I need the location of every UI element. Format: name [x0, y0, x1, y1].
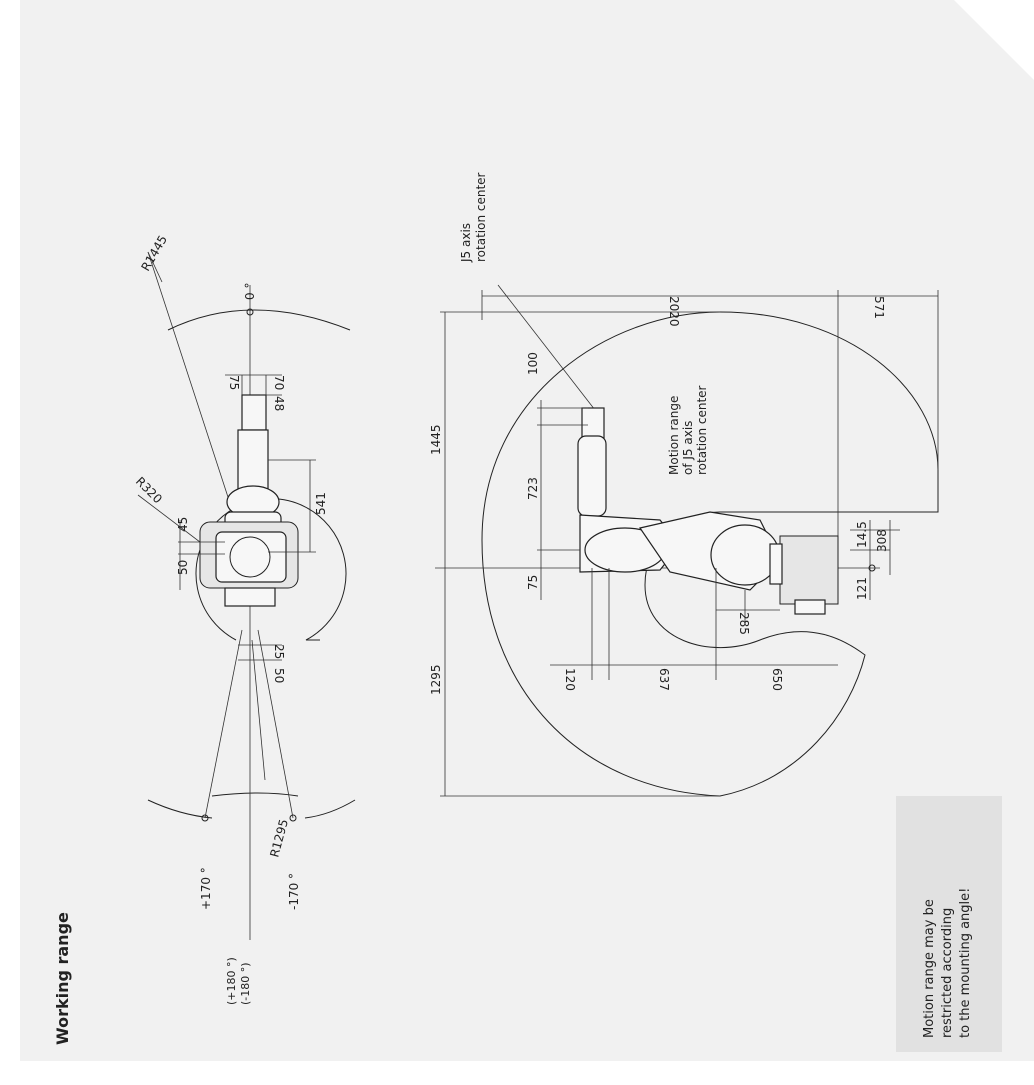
marker-plus170	[201, 814, 209, 822]
top-arm-wrist	[241, 394, 267, 431]
label-d48: 48	[272, 396, 286, 411]
notice-box	[896, 796, 1002, 1052]
label-d285: 285	[737, 612, 751, 635]
label-d2020: 2020	[667, 296, 681, 327]
marker-minus170	[289, 814, 297, 822]
label-d121: 121	[855, 577, 869, 600]
label-j5-line1: J5 axis	[459, 223, 473, 263]
leader-r1445	[147, 251, 243, 541]
label-d50-left: 50	[176, 560, 190, 575]
arc-r1295	[211, 792, 299, 797]
label-d75: 75	[227, 375, 241, 390]
side-view: J5 axis rotation center 2020 571 Motion …	[429, 172, 939, 797]
technical-drawing: Motion range may be restricted according…	[20, 0, 1034, 1061]
label-motion-line1: Motion range	[667, 396, 681, 475]
label-d637: 637	[657, 668, 671, 691]
drawing-sheet: Motion range may be restricted according…	[20, 0, 1034, 1081]
side-wrist	[581, 407, 605, 439]
sheet-background	[20, 0, 1034, 1061]
label-d541: 541	[314, 492, 328, 515]
label-d45: 45	[176, 517, 190, 532]
notice-line-1: Motion range may be	[922, 899, 937, 1038]
arc-r1445-top	[167, 309, 351, 331]
label-d308: 308	[875, 529, 889, 552]
label-motion-line3: rotation center	[695, 385, 709, 475]
label-d1445: 1445	[429, 424, 443, 455]
arc-r1445-bottom-left	[147, 799, 213, 819]
label-d14-5: 14.5	[855, 521, 869, 548]
label-angle-minus170: -170 °	[287, 873, 301, 910]
label-d25: 25	[272, 644, 286, 659]
label-d120: 120	[563, 668, 577, 691]
arc-r1445-bottom-right	[304, 799, 356, 819]
label-d50-bottom: 50	[272, 668, 286, 683]
leader-j5	[497, 284, 596, 411]
label-angle-minus180: (-180 °)	[239, 962, 252, 1005]
label-d571: 571	[872, 296, 886, 319]
label-angle-plus170: +170 °	[199, 867, 213, 910]
label-d650: 650	[770, 668, 784, 691]
label-motion-line2: of J5 axis	[681, 421, 695, 475]
page-title: Working range	[53, 912, 72, 1045]
label-d1295: 1295	[429, 664, 443, 695]
top-view: 0 ° R1445 75 70 48 R320 541 45 50 25 50 …	[133, 233, 356, 1005]
label-d723: 723	[526, 477, 540, 500]
label-d75: 75	[526, 575, 540, 590]
label-angle-0: 0 °	[243, 283, 257, 300]
notice-line-2: restricted according	[940, 908, 955, 1038]
label-j5-line2: rotation center	[474, 172, 488, 262]
label-d100: 100	[526, 352, 540, 375]
side-base	[779, 535, 839, 605]
marker-0deg	[246, 308, 254, 316]
label-d70: 70	[272, 375, 286, 390]
label-angle-plus180: (+180 °)	[225, 957, 238, 1005]
notice-line-3: to the mounting angle!	[958, 888, 973, 1038]
